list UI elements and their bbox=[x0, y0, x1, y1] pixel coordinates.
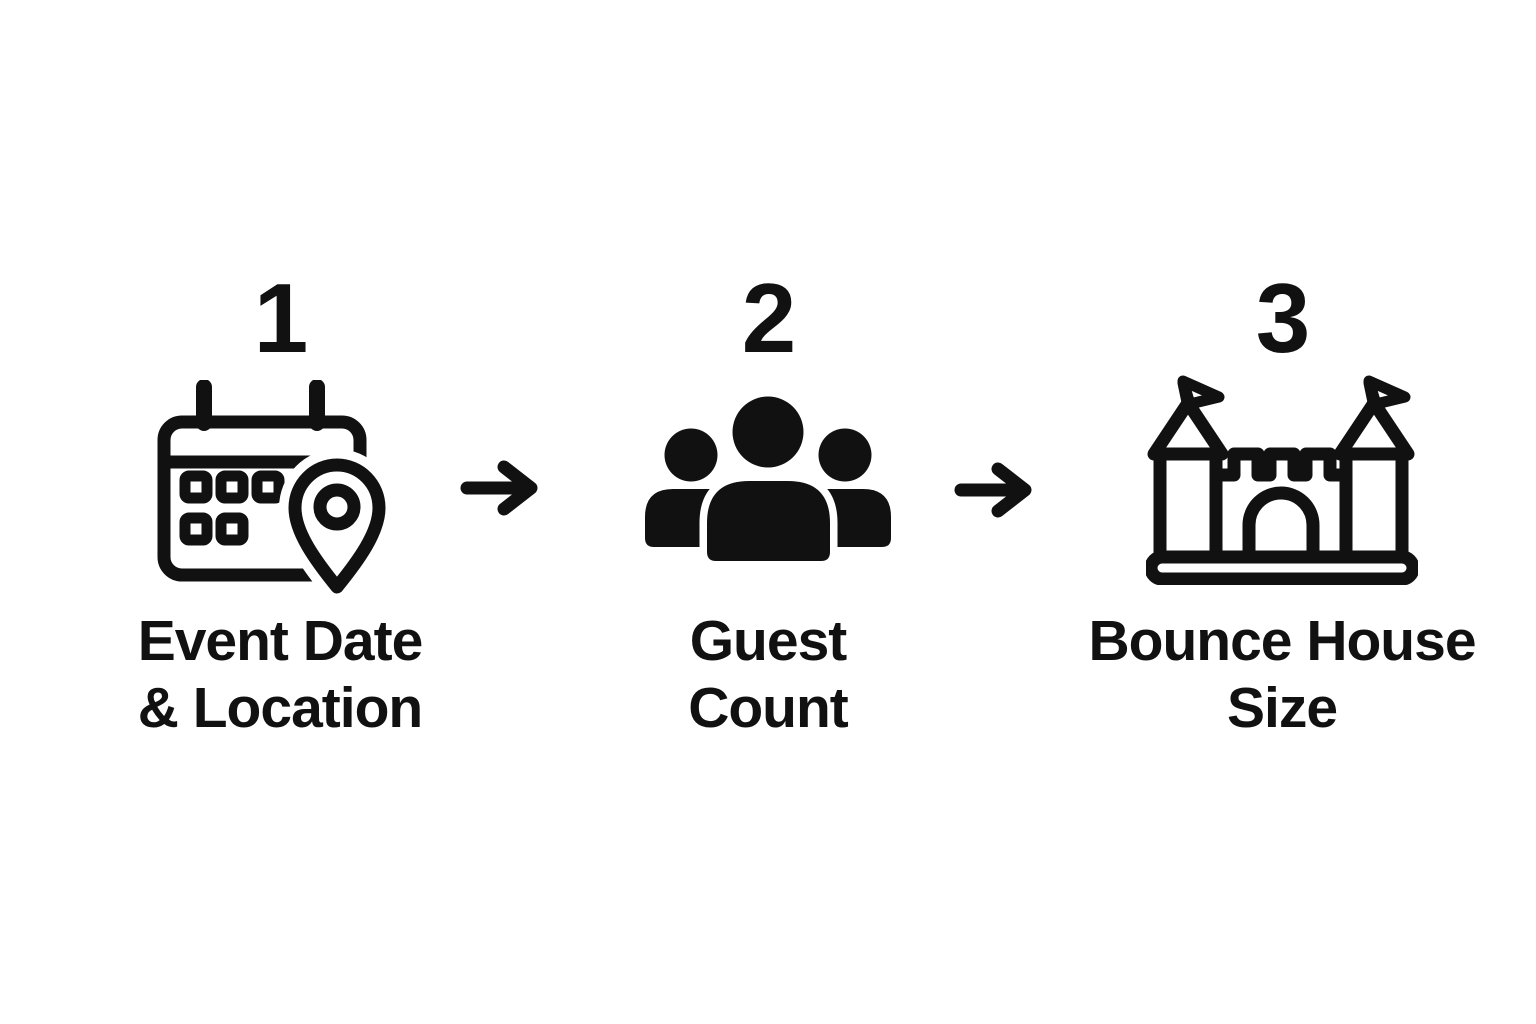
step-bounce-house-size: 3 B bbox=[1060, 268, 1504, 742]
step-label-line1: Bounce House bbox=[1088, 609, 1476, 673]
calendar-location-icon bbox=[155, 376, 405, 608]
step-label-line1: Guest bbox=[689, 609, 848, 673]
step-event-date-location: 1 Event Date & bbox=[80, 268, 480, 742]
step-label: Guest Count bbox=[688, 608, 849, 742]
step-number: 1 bbox=[253, 263, 308, 373]
step-label-line2: & Location bbox=[137, 676, 423, 740]
right-arrow-icon bbox=[954, 458, 1054, 522]
step-label-line2: Count bbox=[688, 676, 849, 740]
step-number: 3 bbox=[1255, 263, 1310, 373]
bounce-house-icon bbox=[1146, 364, 1418, 596]
step-label: Bounce House Size bbox=[1088, 608, 1476, 742]
guest-group-icon bbox=[643, 363, 893, 595]
step-number: 2 bbox=[741, 263, 796, 373]
right-arrow-icon bbox=[460, 456, 560, 520]
step-guest-count: 2 Guest Count bbox=[568, 268, 968, 742]
step-label-line1: Event Date bbox=[137, 609, 424, 673]
step-label: Event Date & Location bbox=[137, 608, 424, 742]
step-label-line2: Size bbox=[1226, 676, 1338, 740]
